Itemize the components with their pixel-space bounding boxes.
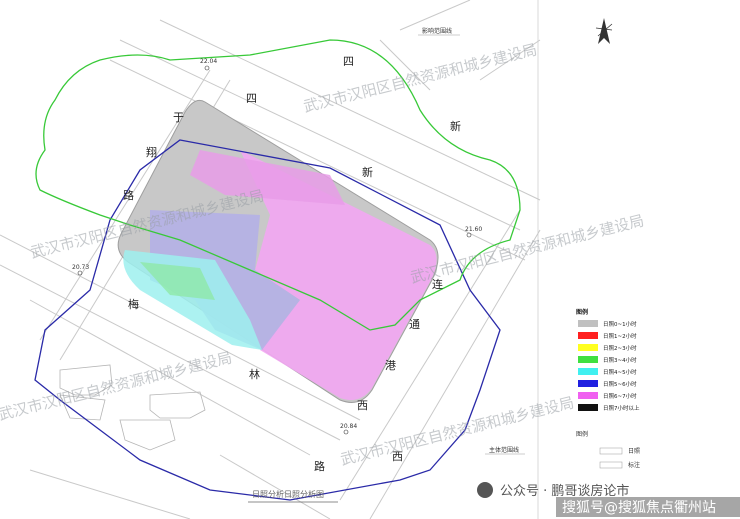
legend-swatch (599, 461, 623, 469)
influence-boundary-green (35, 39, 521, 331)
source-bg (556, 497, 740, 517)
point-label: 20.84 (340, 423, 357, 430)
road-label: 梅 (128, 297, 139, 311)
road-line (399, 0, 471, 31)
road-line (339, 209, 521, 501)
legend-label: 日照0~1小时 (603, 320, 637, 328)
road-labels: 四 四 新 新 于 翔 路 梅 林 连 通 港 西 路 西 (123, 55, 461, 473)
source-wechat: 公众号 · 鹏哥谈房论市 (500, 483, 629, 499)
building (59, 394, 106, 421)
road-label: 四 (246, 92, 257, 105)
road-line (119, 39, 521, 231)
legend-swatch (578, 392, 598, 399)
road-line (29, 299, 311, 456)
legend-label: 日照3~4小时 (603, 356, 637, 364)
building (59, 364, 113, 396)
road-label: 新 (450, 119, 461, 133)
road-label: 港 (385, 359, 396, 372)
legend-title: 图例 (576, 308, 588, 316)
legend-extra-label: 日照 (628, 448, 640, 455)
legend-extra-label: 图例 (576, 430, 588, 438)
road-line (369, 229, 541, 519)
point-label: 22.04 (200, 58, 217, 65)
legend-label: 日照1~2小时 (603, 332, 637, 340)
point-label: 21.60 (465, 226, 482, 233)
legend-items: 日照0~1小时日照1~2小时日照2~3小时日照3~4小时日照4~5小时日照5~6… (578, 320, 640, 412)
parcel-pink-zone (240, 150, 437, 401)
legend-swatch (578, 356, 598, 363)
point-marker (343, 429, 349, 435)
legend-swatch (578, 332, 598, 339)
building (119, 419, 176, 451)
point-marker (466, 232, 472, 238)
road-label: 于 (173, 111, 184, 124)
drawing-title: 日照分析日照分析图 (252, 489, 324, 499)
legend-label: 日照7小时以上 (603, 404, 640, 412)
parcel-magenta-zone (190, 150, 345, 205)
road-label: 四 (343, 55, 354, 68)
boundary-label-top: 影响范围线 (422, 27, 452, 35)
road-line (0, 234, 361, 421)
point-marker (204, 65, 210, 71)
north-arrow-icon (595, 18, 613, 44)
point-marker (77, 270, 83, 276)
road-line (479, 39, 541, 81)
road-line (379, 39, 431, 91)
legend-swatch (578, 344, 598, 351)
legend-label: 日照2~3小时 (603, 344, 637, 352)
road-label: 翔 (146, 145, 157, 159)
legend-swatch (578, 404, 598, 411)
legend-label: 日照4~5小时 (603, 368, 637, 376)
road-label: 西 (392, 450, 403, 463)
road-label: 通 (409, 318, 420, 331)
legend-swatch (599, 447, 623, 455)
legend-label: 日照6~7小时 (603, 392, 637, 400)
legend-extra-label: 标注 (628, 461, 640, 469)
sunlight-analysis-area (117, 99, 439, 403)
legend-swatch (578, 320, 598, 327)
road-label: 新 (362, 165, 373, 179)
legend-label: 日照5~6小时 (603, 380, 637, 388)
road-line (109, 59, 526, 261)
existing-buildings (59, 364, 206, 451)
wechat-icon (477, 482, 493, 498)
road-label: 路 (314, 460, 325, 473)
legend-swatch (578, 368, 598, 375)
road-line (29, 469, 191, 519)
point-label: 20.73 (72, 264, 89, 271)
legend: 图例 日照0~1小时日照1~2小时日照2~3小时日照3~4小时日照4~5小时日照… (576, 308, 640, 469)
source-sohu: 搜狐号@搜狐焦点衢州站 (562, 499, 716, 516)
road-label: 路 (123, 189, 134, 202)
road-line (0, 264, 341, 441)
road-line (159, 19, 541, 201)
boundary-label-bottom: 主体范围线 (489, 446, 519, 454)
road-label: 林 (249, 367, 260, 381)
elevation-points: 22.04 21.60 20.73 20.84 (72, 58, 482, 435)
building (149, 391, 206, 419)
legend-swatch (578, 380, 598, 387)
road-label: 连 (432, 278, 443, 291)
road-line (219, 454, 331, 519)
site-boundary-blue (34, 139, 501, 501)
road-line (39, 69, 211, 341)
source-overlay: 公众号 · 鹏哥谈房论市 搜狐号@搜狐焦点衢州站 (477, 482, 740, 517)
road-label: 西 (357, 399, 368, 412)
parcel-green-zone (140, 262, 215, 300)
